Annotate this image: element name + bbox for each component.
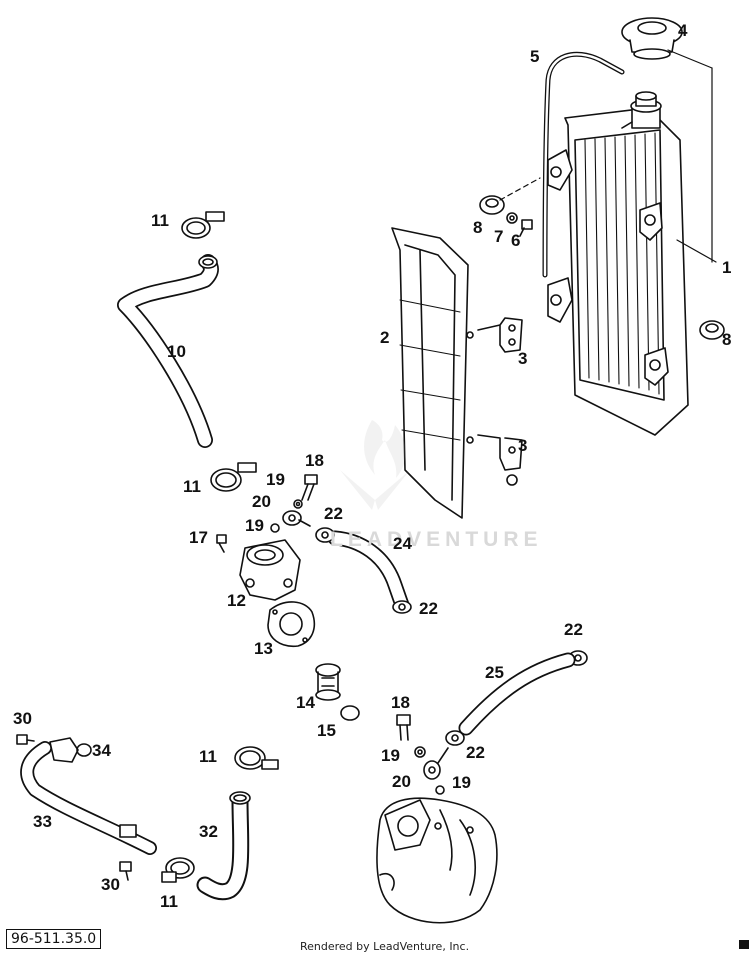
upper-hose bbox=[117, 254, 219, 448]
callout-20: 20 bbox=[252, 492, 271, 511]
callout-18: 18 bbox=[305, 451, 324, 470]
callout-34: 34 bbox=[92, 741, 111, 760]
hose-25 bbox=[458, 652, 576, 736]
radiator-cap bbox=[621, 17, 713, 263]
callout-22: 22 bbox=[324, 504, 343, 523]
bolt-18a bbox=[301, 474, 318, 501]
clamp-11c bbox=[234, 746, 279, 770]
callout-19: 19 bbox=[452, 773, 471, 792]
callout-2: 2 bbox=[380, 328, 390, 347]
callout-3: 3 bbox=[518, 436, 528, 455]
callout-14: 14 bbox=[296, 693, 315, 712]
callout-19: 19 bbox=[245, 516, 264, 535]
radiator-guard bbox=[391, 227, 474, 519]
callout-19: 19 bbox=[266, 470, 285, 489]
clamp-11b bbox=[210, 462, 257, 492]
callout-20: 20 bbox=[392, 772, 411, 791]
callout-18: 18 bbox=[391, 693, 410, 712]
thermostat bbox=[315, 663, 341, 701]
callout-13: 13 bbox=[254, 639, 273, 658]
bracket-3b bbox=[477, 434, 523, 486]
callout-32: 32 bbox=[199, 822, 218, 841]
hose-24 bbox=[327, 530, 410, 613]
diagram-code: 96-511.35.0 bbox=[6, 929, 102, 949]
hose-32 bbox=[196, 791, 251, 901]
callout-30: 30 bbox=[101, 875, 120, 894]
callout-24: 24 bbox=[393, 534, 412, 553]
watermark-logo bbox=[340, 420, 410, 510]
callout-8: 8 bbox=[722, 330, 732, 349]
grommet-8a bbox=[479, 195, 505, 215]
water-pump-cover bbox=[376, 797, 498, 924]
banjo-20b bbox=[423, 747, 449, 780]
callout-8: 8 bbox=[473, 218, 483, 237]
callout-6: 6 bbox=[511, 231, 521, 250]
banjo-20a bbox=[282, 510, 311, 527]
callout-4: 4 bbox=[678, 21, 688, 40]
bolt-18b bbox=[396, 714, 411, 741]
clamp-11d bbox=[161, 857, 195, 883]
bolt-30a bbox=[16, 734, 35, 745]
bracket-3a bbox=[477, 317, 523, 353]
callout-22: 22 bbox=[466, 743, 485, 762]
callout-33: 33 bbox=[33, 812, 52, 831]
clamp-22b bbox=[392, 600, 412, 614]
fitting-34 bbox=[49, 737, 92, 763]
hose-33 bbox=[20, 741, 157, 855]
callout-7: 7 bbox=[494, 227, 504, 246]
clamp-11a bbox=[181, 211, 225, 239]
callout-19: 19 bbox=[381, 746, 400, 765]
callout-11: 11 bbox=[160, 892, 178, 911]
grommet-8b bbox=[699, 320, 725, 340]
thermostat-housing bbox=[239, 539, 301, 601]
corner-mark bbox=[739, 940, 749, 949]
clamp-22d bbox=[445, 730, 465, 746]
gasket bbox=[267, 601, 316, 648]
callout-11: 11 bbox=[151, 211, 169, 230]
watermark-text: LEADVENTURE bbox=[330, 528, 543, 551]
bolt-30b bbox=[119, 861, 132, 881]
callout-17: 17 bbox=[189, 528, 208, 547]
clamp-22a bbox=[315, 527, 335, 543]
callout-30: 30 bbox=[13, 709, 32, 728]
callout-5: 5 bbox=[530, 47, 540, 66]
callout-11: 11 bbox=[183, 477, 201, 496]
callout-11: 11 bbox=[199, 747, 217, 766]
callout-15: 15 bbox=[317, 721, 336, 740]
callout-3: 3 bbox=[518, 349, 528, 368]
bolt-17 bbox=[216, 534, 227, 553]
credit-text: Rendered by LeadVenture, Inc. bbox=[300, 940, 470, 953]
callout-25: 25 bbox=[485, 663, 504, 682]
callout-22: 22 bbox=[564, 620, 583, 639]
radiator bbox=[547, 91, 717, 436]
callout-10: 10 bbox=[167, 342, 186, 361]
overflow-hose bbox=[542, 51, 625, 278]
callout-22: 22 bbox=[419, 599, 438, 618]
bolt-6 bbox=[519, 219, 533, 237]
callout-1: 1 bbox=[722, 258, 732, 277]
callout-12: 12 bbox=[227, 591, 246, 610]
